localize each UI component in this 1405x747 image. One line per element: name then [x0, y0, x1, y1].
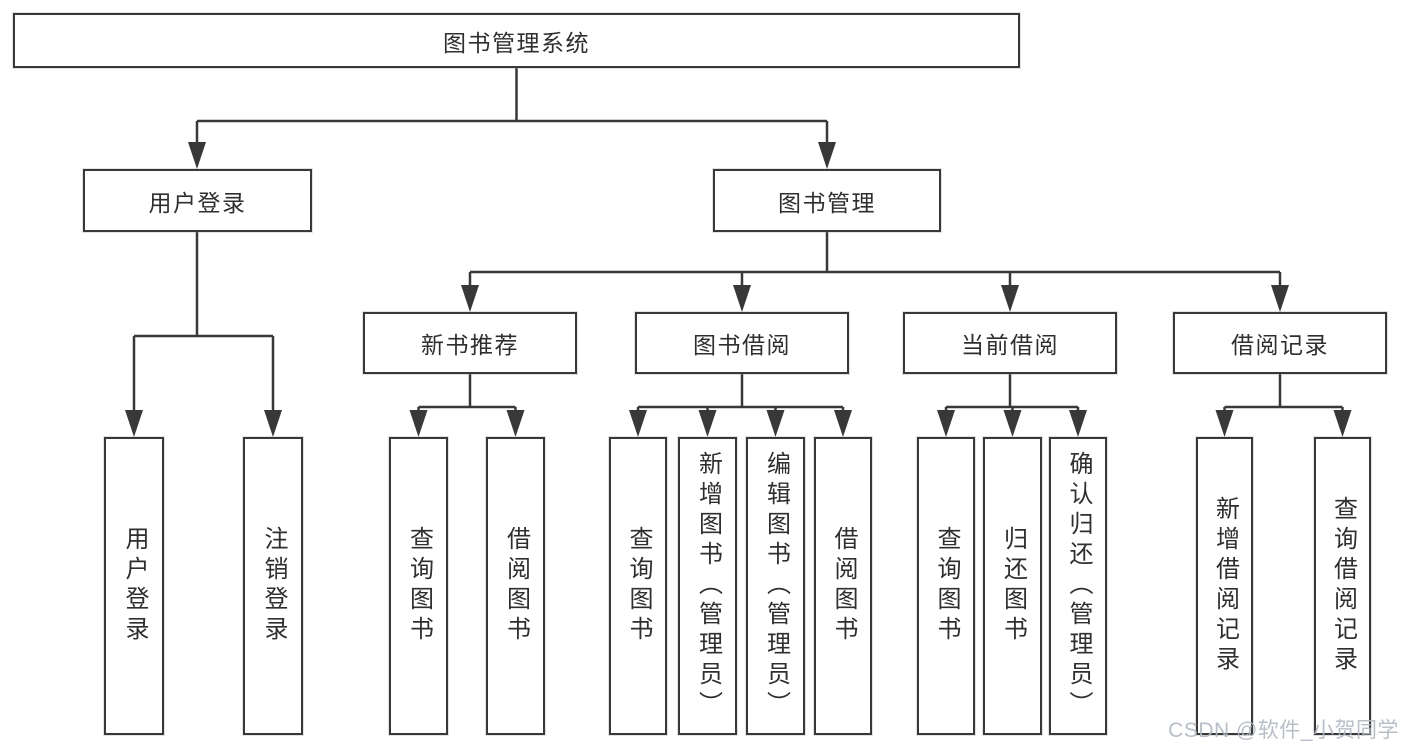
node-root-system: 图书管理系统	[13, 13, 1020, 68]
csdn-watermark: CSDN @软件_小贺同学	[1168, 719, 1399, 742]
leaf-logout-label: 注销登录	[260, 526, 287, 646]
node-user-login: 用户登录	[83, 169, 312, 232]
leaf-edit-books-admin: 编辑图书（管理员）	[746, 437, 805, 735]
leaf-add-borrow-record: 新增借阅记录	[1196, 437, 1253, 735]
leaf-add-books-admin-label: 新增图书（管理员）	[694, 451, 722, 721]
leaf-borrowing-borrow-books-label: 借阅图书	[830, 526, 857, 646]
node-book-borrowing-label: 图书借阅	[693, 332, 791, 358]
node-book-management: 图书管理	[713, 169, 941, 232]
leaf-query-borrow-record: 查询借阅记录	[1314, 437, 1371, 735]
leaf-add-books-admin: 新增图书（管理员）	[678, 437, 737, 735]
leaf-recommend-borrow-books: 借阅图书	[486, 437, 545, 735]
leaf-query-borrow-record-label: 查询借阅记录	[1329, 496, 1357, 676]
node-current-borrowing-label: 当前借阅	[961, 332, 1059, 358]
leaf-recommend-borrow-books-label: 借阅图书	[502, 526, 530, 646]
leaf-return-books: 归还图书	[983, 437, 1042, 735]
arrow-down-icons	[125, 142, 1352, 437]
leaf-add-borrow-record-label: 新增借阅记录	[1211, 496, 1239, 676]
leaf-confirm-return-admin-label: 确认归还（管理员）	[1065, 451, 1092, 721]
leaf-confirm-return-admin: 确认归还（管理员）	[1049, 437, 1107, 735]
leaf-borrowing-borrow-books: 借阅图书	[814, 437, 872, 735]
leaf-user-login: 用户登录	[104, 437, 164, 735]
node-current-borrowing: 当前借阅	[903, 312, 1117, 374]
leaf-borrowing-query-books-label: 查询图书	[625, 526, 652, 646]
node-borrowing-records-label: 借阅记录	[1231, 332, 1329, 358]
leaf-return-books-label: 归还图书	[999, 526, 1027, 646]
leaf-current-query-books: 查询图书	[917, 437, 975, 735]
leaf-user-login-label: 用户登录	[121, 526, 148, 646]
node-borrowing-records: 借阅记录	[1173, 312, 1387, 374]
node-user-login-label: 用户登录	[148, 189, 247, 216]
leaf-recommend-query-books: 查询图书	[389, 437, 448, 735]
node-book-management-label: 图书管理	[778, 189, 876, 216]
node-root-system-label: 图书管理系统	[443, 29, 590, 56]
leaf-borrowing-query-books: 查询图书	[609, 437, 667, 735]
node-new-book-recommend: 新书推荐	[363, 312, 577, 374]
node-new-book-recommend-label: 新书推荐	[421, 332, 519, 358]
leaf-logout: 注销登录	[243, 437, 303, 735]
node-book-borrowing: 图书借阅	[635, 312, 849, 374]
tree-edges	[132, 68, 1344, 418]
leaf-current-query-books-label: 查询图书	[933, 526, 960, 646]
leaf-recommend-query-books-label: 查询图书	[405, 526, 433, 646]
leaf-edit-books-admin-label: 编辑图书（管理员）	[762, 451, 790, 721]
